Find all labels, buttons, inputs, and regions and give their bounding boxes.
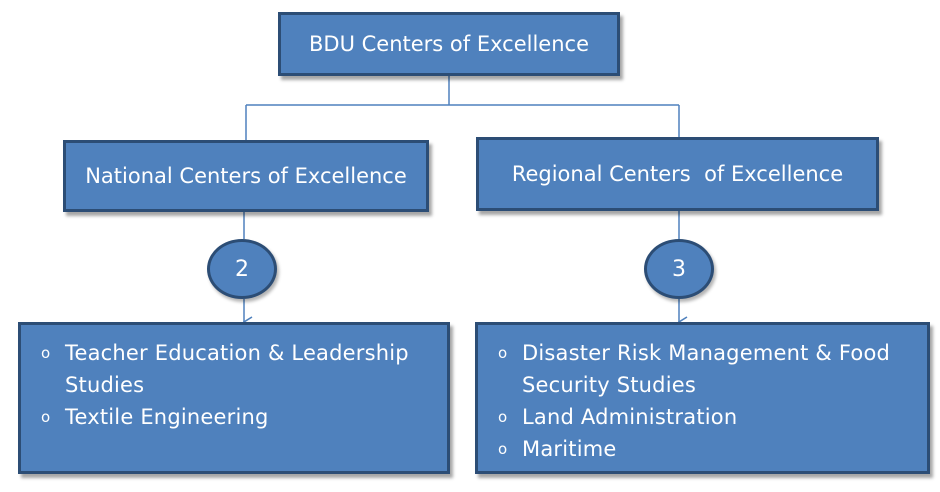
list-item: o Teacher Education & Leadership Studies [37,337,433,401]
list-item-label: Textile Engineering [65,405,269,429]
bullet-icon: o [41,408,51,426]
regional-count-value: 3 [672,256,686,282]
list-item-label: Land Administration [522,405,738,429]
national-centers-box: National Centers of Excellence [63,140,429,212]
root-node-label: BDU Centers of Excellence [309,32,589,56]
national-centers-list: o Teacher Education & Leadership Studies… [37,337,433,433]
bullet-icon: o [498,344,508,362]
bullet-icon: o [498,408,508,426]
regional-centers-list-box: o Disaster Risk Management & Food Securi… [475,322,930,474]
list-item-label: Disaster Risk Management & Food Security… [522,341,891,397]
list-item: o Disaster Risk Management & Food Securi… [494,337,913,401]
list-item: o Textile Engineering [37,401,433,433]
bullet-icon: o [41,344,51,362]
list-item-label: Maritime [522,437,617,461]
regional-count-circle: 3 [644,239,714,299]
regional-centers-box: Regional Centers of Excellence [476,137,879,211]
national-centers-label: National Centers of Excellence [85,164,407,188]
national-count-circle: 2 [207,239,277,299]
regional-centers-label: Regional Centers of Excellence [511,162,844,186]
regional-centers-list: o Disaster Risk Management & Food Securi… [494,337,913,465]
list-item: o Maritime [494,433,913,465]
national-centers-list-box: o Teacher Education & Leadership Studies… [18,322,450,474]
list-item-label: Teacher Education & Leadership Studies [65,341,409,397]
national-count-value: 2 [235,256,249,282]
list-item: o Land Administration [494,401,913,433]
bullet-icon: o [498,440,508,458]
root-node-box: BDU Centers of Excellence [278,12,620,76]
